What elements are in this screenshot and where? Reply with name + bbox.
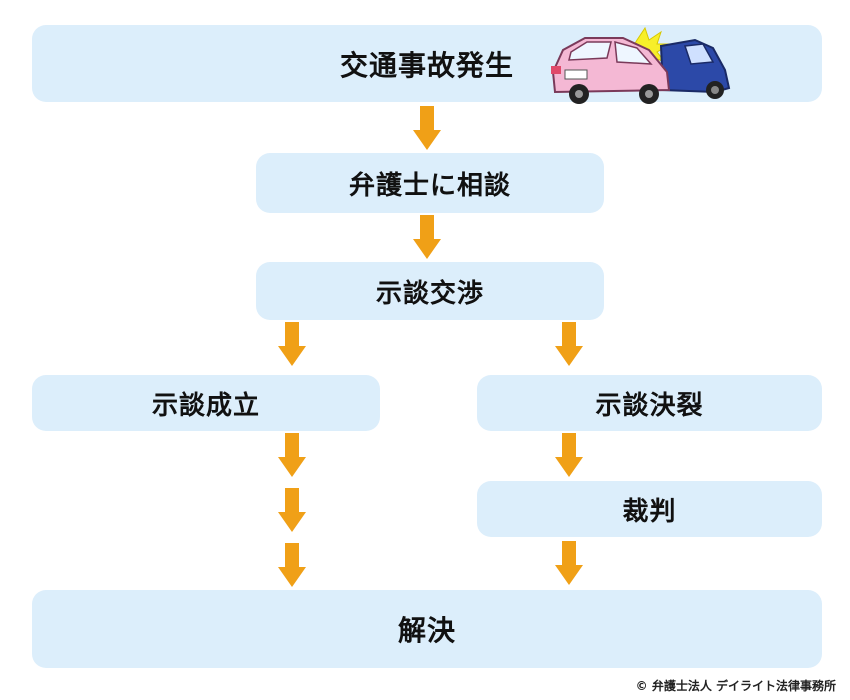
step-resolved-label: 解決	[397, 614, 456, 647]
step-resolved: 解決	[32, 590, 822, 668]
arrow-down-icon	[278, 322, 306, 366]
step-trial-label: 裁判	[622, 496, 677, 527]
step-settlement-failed: 示談決裂	[477, 375, 822, 431]
arrow-down-icon	[555, 433, 583, 477]
arrow-down-icon	[413, 215, 441, 259]
car-collision-icon	[551, 26, 731, 104]
step-settlement-reached: 示談成立	[32, 375, 380, 431]
step-accident-label: 交通事故発生	[339, 48, 514, 82]
step-trial: 裁判	[477, 481, 822, 537]
arrow-down-icon	[555, 541, 583, 585]
step-settlement-reached-label: 示談成立	[151, 390, 260, 421]
step-negotiation: 示談交渉	[256, 262, 604, 320]
step-consult-lawyer-label: 弁護士に相談	[348, 170, 511, 201]
step-negotiation-label: 示談交渉	[375, 278, 484, 309]
arrow-down-icon	[278, 433, 306, 477]
step-consult-lawyer: 弁護士に相談	[256, 153, 604, 213]
arrow-down-icon	[278, 488, 306, 532]
arrow-down-icon	[413, 106, 441, 150]
arrow-down-icon	[278, 543, 306, 587]
step-settlement-failed-label: 示談決裂	[595, 390, 704, 421]
copyright-credit: © 弁護士法人 デイライト法律事務所	[635, 679, 836, 693]
arrow-down-icon	[555, 322, 583, 366]
